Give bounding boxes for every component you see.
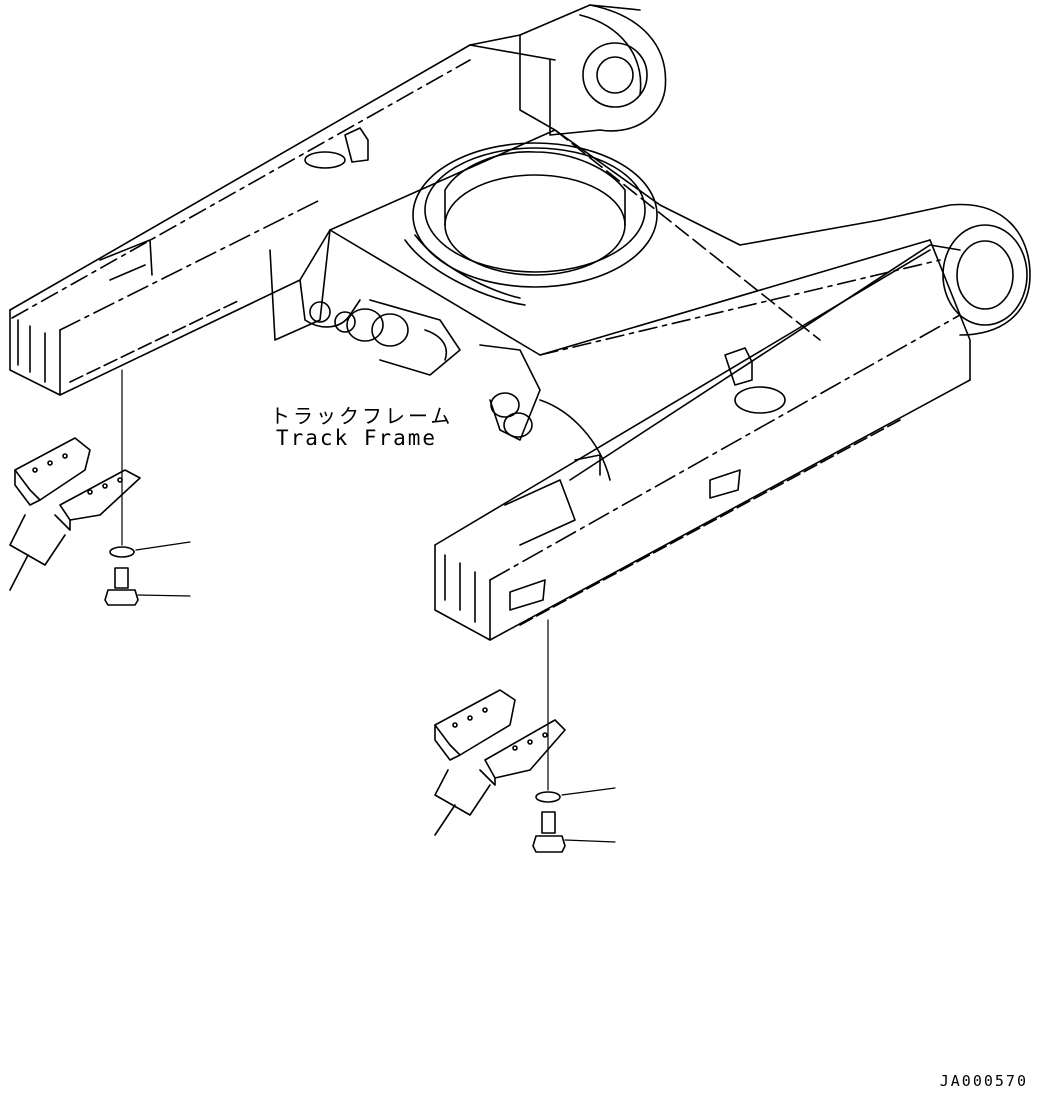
- washer-right: [535, 619, 616, 803]
- track-frame-label-jp: トラックフレーム: [270, 404, 454, 428]
- bolt-right: [532, 811, 616, 853]
- track-frame-label-en: Track Frame: [276, 426, 438, 450]
- bolt-left: [104, 567, 191, 606]
- washer-left: [109, 369, 191, 558]
- track-guard-left: [9, 437, 141, 591]
- track-guard-right: [434, 689, 566, 836]
- track-frame: [9, 4, 1031, 641]
- drawing-code: JA000570: [939, 1072, 1028, 1090]
